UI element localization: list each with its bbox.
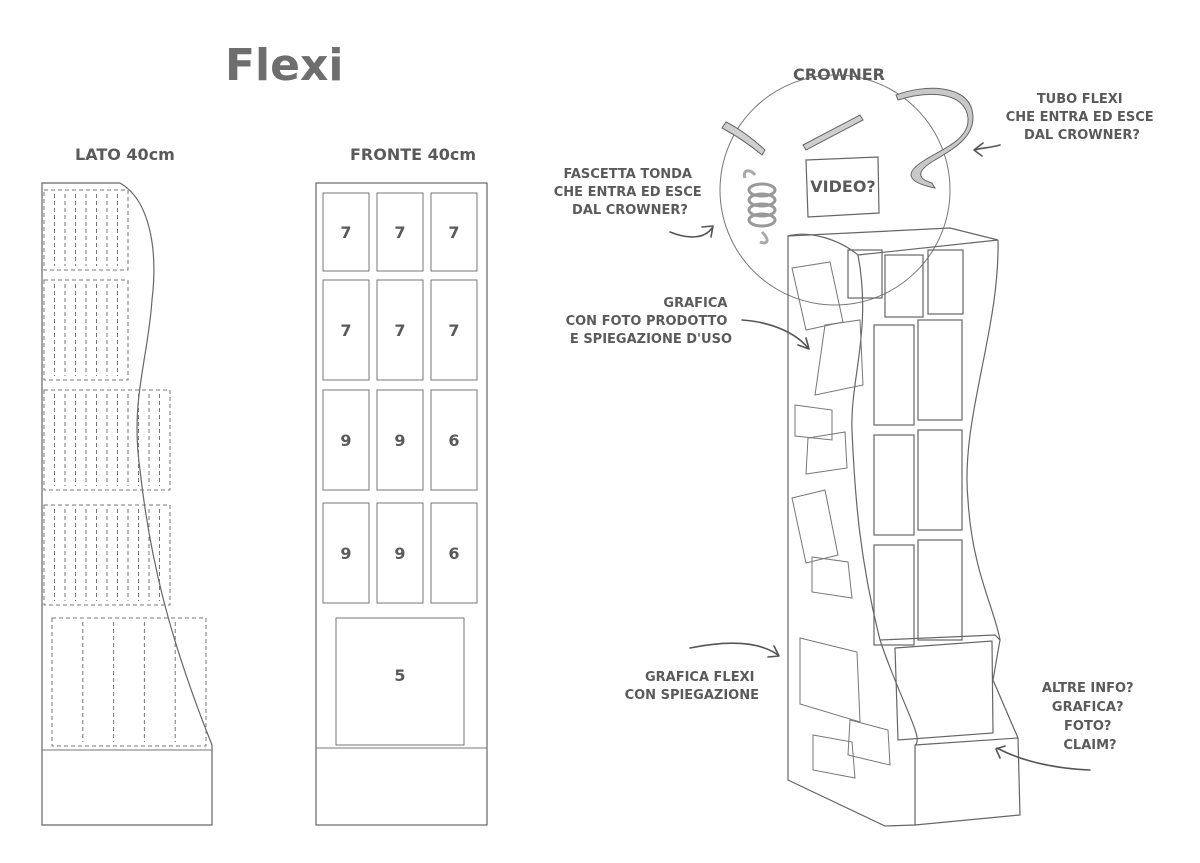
front-cell-value: 7	[340, 223, 351, 242]
front-cell	[322, 279, 370, 381]
spiral-band-icon	[742, 169, 777, 245]
front-cell	[430, 192, 478, 272]
side-graphics	[791, 261, 891, 779]
front-cell	[430, 389, 478, 491]
video-box	[805, 156, 880, 218]
annotation-tubo: TUBO FLEXI CHE ENTRA ED ESCE DAL CROWNER…	[1006, 92, 1158, 143]
front-cell	[322, 389, 370, 491]
side-view: LATO 40cm	[41, 145, 213, 826]
display-base-front	[914, 737, 1021, 826]
arrow-altre-info	[995, 745, 1091, 771]
product-card	[873, 324, 915, 426]
flexi-tube-icon	[895, 87, 974, 189]
display-side-face	[787, 233, 918, 827]
annotation-grafica-flexi: GRAFICA FLEXI CON SPIEGAZIONE	[625, 670, 759, 703]
front-cell	[322, 192, 370, 272]
side-shelf-block	[51, 617, 207, 747]
product-card	[927, 249, 964, 315]
front-cell-value: 7	[448, 223, 459, 242]
front-cell-value: 9	[340, 431, 351, 450]
product-card	[873, 434, 915, 536]
side-shelf-block	[43, 279, 129, 381]
display-3d-sketch: CROWNER VIDEO?	[554, 65, 1158, 827]
front-cell	[322, 502, 370, 604]
product-card	[917, 539, 963, 641]
display-top-edge	[787, 227, 999, 256]
front-bottom-cell	[335, 617, 465, 746]
front-cell	[376, 279, 424, 381]
arrow-grafica-foto	[741, 319, 810, 350]
display-base-curve	[879, 634, 1019, 739]
side-shelf-block	[43, 189, 129, 271]
side-shelf-block	[43, 504, 171, 606]
display-front-panel	[894, 640, 994, 741]
annotation-fascetta: FASCETTA TONDA CHE ENTRA ED ESCE DAL CRO…	[554, 167, 706, 218]
front-cells: 7 7 7 7 7 7 9 9 6 9 9 6	[322, 192, 478, 604]
page-title: Flexi	[225, 40, 343, 91]
front-cell-value: 6	[448, 544, 459, 563]
front-cell	[430, 279, 478, 381]
front-cell-value: 7	[448, 321, 459, 340]
product-card	[873, 544, 915, 646]
front-view: FRONTE 40cm 7 7 7 7 7 7 9 9 6 9 9 6 5	[315, 145, 488, 826]
ribbon-left-piece	[721, 121, 766, 156]
front-bottom-cell-value: 5	[394, 666, 405, 685]
side-view-outline	[41, 182, 213, 826]
annotation-grafica-foto: GRAFICA CON FOTO PRODOTTO E SPIEGAZIONE …	[566, 296, 732, 347]
product-card	[847, 249, 883, 299]
front-cell-value: 7	[394, 223, 405, 242]
front-cell-value: 9	[340, 544, 351, 563]
arrow-tubo	[973, 142, 1001, 157]
product-card	[917, 319, 963, 421]
ribbon-center-piece	[802, 114, 864, 151]
arrow-grafica-flexi	[689, 642, 780, 658]
crowner-circle	[719, 74, 951, 306]
front-cell	[376, 502, 424, 604]
front-view-outline	[315, 182, 488, 826]
video-label: VIDEO?	[810, 177, 875, 196]
front-cell	[430, 502, 478, 604]
front-cell-value: 6	[448, 431, 459, 450]
front-cell	[376, 389, 424, 491]
front-cell-value: 7	[394, 321, 405, 340]
side-shelf-dashes	[43, 189, 207, 747]
arrow-fascetta	[669, 225, 714, 238]
product-card	[917, 429, 963, 531]
product-card	[884, 254, 924, 318]
side-view-label: LATO 40cm	[75, 145, 175, 164]
front-view-label: FRONTE 40cm	[350, 145, 476, 164]
side-shelf-block	[43, 389, 171, 491]
front-cell-value: 9	[394, 431, 405, 450]
product-cards	[847, 249, 964, 646]
front-cell	[376, 192, 424, 272]
annotation-altre-info: ALTRE INFO? GRAFICA? FOTO? CLAIM?	[1042, 681, 1138, 753]
crowner-label: CROWNER	[793, 65, 885, 84]
display-front-curve	[966, 239, 1001, 641]
front-cell-value: 9	[394, 544, 405, 563]
front-cell-value: 7	[340, 321, 351, 340]
